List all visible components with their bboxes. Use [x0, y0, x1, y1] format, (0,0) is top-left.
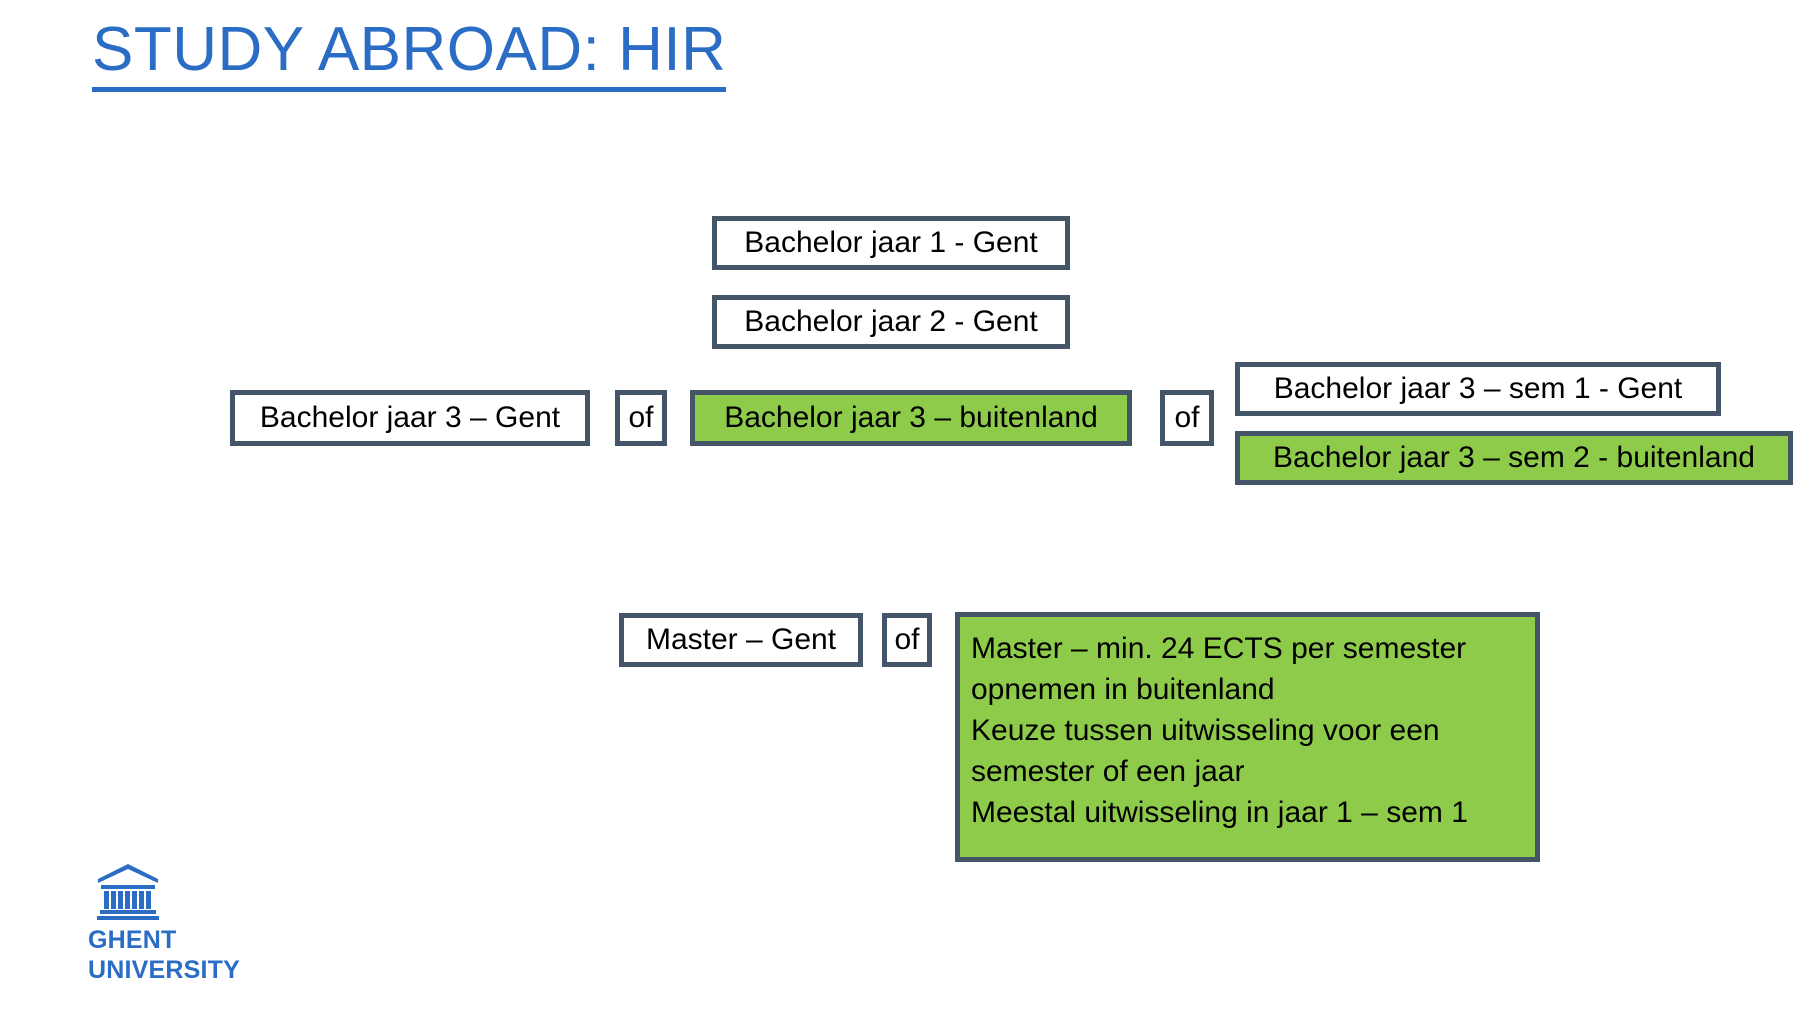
classical-building-icon [97, 864, 159, 920]
page-title-text: STUDY ABROAD: HIR [92, 14, 727, 93]
connector-of-bachelor-1: of [615, 390, 667, 446]
box-master-abroad-line-3: Keuze tussen uitwisseling voor een [971, 713, 1440, 747]
box-bachelor-year-3-sem1-gent[interactable]: Bachelor jaar 3 – sem 1 - Gent [1235, 362, 1721, 416]
box-bachelor-year-3-sem1-gent-label: Bachelor jaar 3 – sem 1 - Gent [1273, 371, 1683, 405]
box-master-gent[interactable]: Master – Gent [619, 613, 863, 667]
box-master-abroad-line-2: opnemen in buitenland [971, 672, 1275, 706]
ghent-university-wordmark-line-2: UNIVERSITY [88, 955, 241, 984]
box-master-gent-label: Master – Gent [645, 622, 837, 656]
connector-of-bachelor-2: of [1160, 390, 1214, 446]
ghent-university-wordmark-line-1: GHENT [88, 926, 177, 954]
connector-of-master: of [882, 613, 932, 667]
connector-of-bachelor-2-label: of [1174, 401, 1200, 434]
box-bachelor-year-3-abroad-label: Bachelor jaar 3 – buitenland [724, 400, 1098, 434]
box-bachelor-year-3-gent[interactable]: Bachelor jaar 3 – Gent [230, 390, 590, 446]
box-bachelor-year-3-sem2-abroad-label: Bachelor jaar 3 – sem 2 - buitenland [1273, 440, 1755, 474]
box-bachelor-year-3-gent-label: Bachelor jaar 3 – Gent [259, 400, 561, 434]
box-master-abroad-line-1: Master – min. 24 ECTS per semester [971, 632, 1467, 665]
box-master-abroad-line-5: Meestal uitwisseling in jaar 1 – sem 1 [971, 795, 1468, 829]
box-master-abroad-line-4: semester of een jaar [971, 754, 1245, 788]
connector-of-bachelor-1-label: of [628, 401, 654, 434]
box-bachelor-year-2[interactable]: Bachelor jaar 2 - Gent [712, 295, 1070, 349]
box-bachelor-year-1[interactable]: Bachelor jaar 1 - Gent [712, 216, 1070, 270]
box-master-abroad[interactable]: Master – min. 24 ECTS per semester opnem… [955, 612, 1540, 862]
box-bachelor-year-3-abroad[interactable]: Bachelor jaar 3 – buitenland [690, 390, 1132, 446]
box-bachelor-year-2-label: Bachelor jaar 2 - Gent [744, 304, 1038, 338]
box-bachelor-year-1-label: Bachelor jaar 1 - Gent [744, 225, 1038, 259]
page-title: STUDY ABROAD: HIR [92, 14, 727, 93]
box-bachelor-year-3-sem2-abroad[interactable]: Bachelor jaar 3 – sem 2 - buitenland [1235, 431, 1793, 485]
connector-of-master-label: of [894, 623, 920, 656]
ghent-university-logo: GHENT UNIVERSITY [88, 862, 241, 990]
ghent-university-wordmark: GHENT UNIVERSITY [88, 926, 241, 985]
